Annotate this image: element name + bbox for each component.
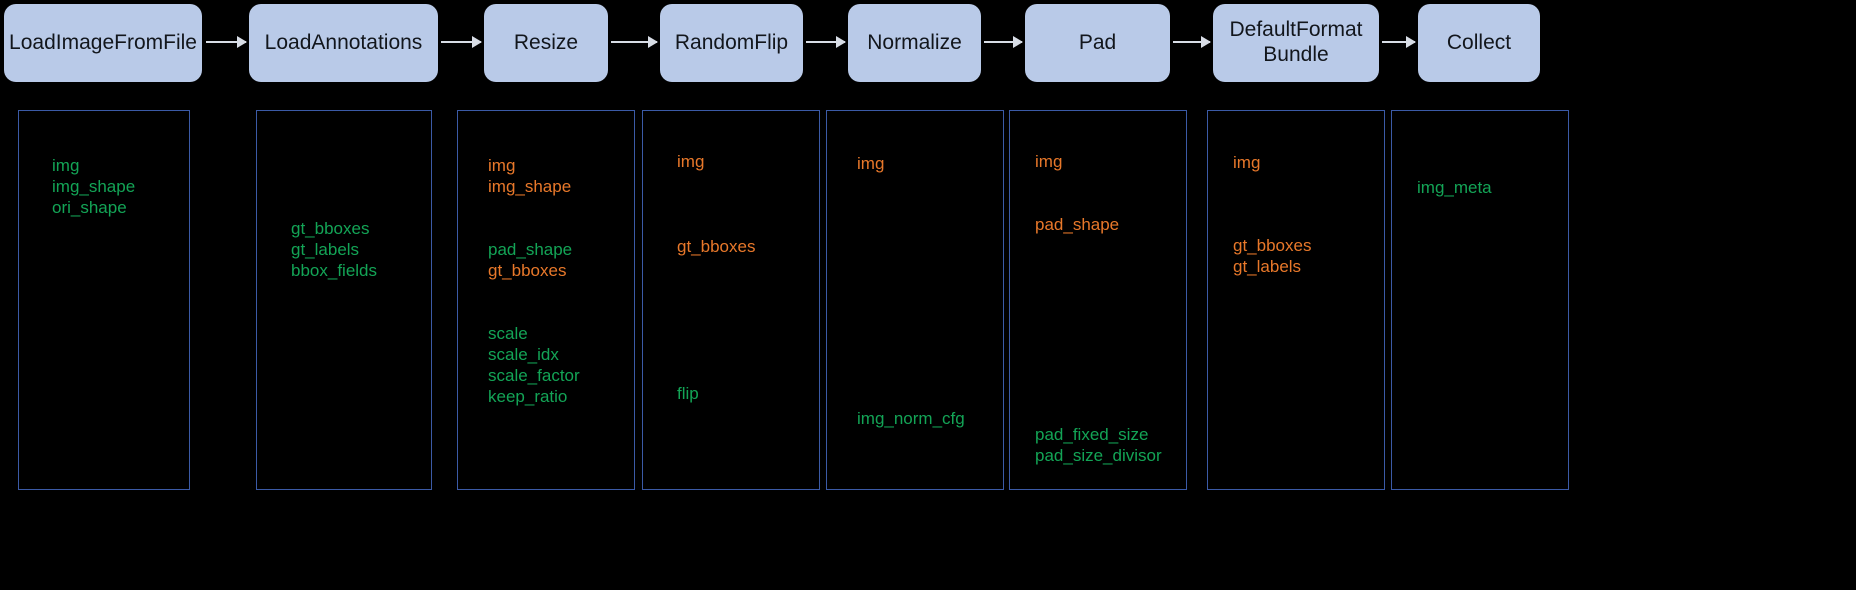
key-flip: flip xyxy=(677,384,699,403)
stage-box-load-image-from-file[interactable]: LoadImageFromFile xyxy=(4,4,202,82)
key-pad-shape: pad_shape xyxy=(1035,215,1120,234)
stage-box-pad[interactable]: Pad xyxy=(1025,4,1170,82)
flow-arrow-7 xyxy=(1382,36,1416,48)
key-pad-fixed-size: pad_fixed_size xyxy=(1035,425,1149,444)
key-ori-shape: ori_shape xyxy=(52,198,127,217)
key-img-shape: img_shape xyxy=(52,177,136,196)
flow-arrow-5 xyxy=(984,36,1023,48)
key-img: img xyxy=(488,156,516,175)
stage-label: Normalize xyxy=(867,30,962,54)
key-panel-default-format-bundle: img gt_bboxes gt_labels xyxy=(1207,110,1385,490)
stage-box-load-annotations[interactable]: LoadAnnotations xyxy=(249,4,438,82)
flow-arrow-1 xyxy=(206,36,247,48)
stage-label: LoadAnnotations xyxy=(264,30,423,54)
key-panel-load-image-from-file: img img_shape ori_shape xyxy=(18,110,190,490)
key-scale-factor: scale_factor xyxy=(488,366,580,385)
flow-arrow-3 xyxy=(611,36,658,48)
key-img: img xyxy=(857,154,885,173)
key-img-shape: img_shape xyxy=(488,177,572,196)
key-panel-load-annotations: gt_bboxes gt_labels bbox_fields xyxy=(256,110,432,490)
key-gt-bboxes: gt_bboxes xyxy=(1233,236,1312,255)
flow-arrow-4 xyxy=(806,36,846,48)
stage-label: Collect xyxy=(1446,30,1512,54)
key-gt-bboxes: gt_bboxes xyxy=(291,219,370,238)
stage-box-collect[interactable]: Collect xyxy=(1418,4,1540,82)
key-panel-normalize: img img_norm_cfg xyxy=(826,110,1004,490)
key-panel-pad: img pad_shape pad_fixed_size pad_size_divis… xyxy=(1009,110,1187,490)
key-gt-labels: gt_labels xyxy=(1233,257,1302,276)
key-img: img xyxy=(1035,152,1063,171)
stage-label: LoadImageFromFile xyxy=(9,30,197,54)
key-scale: scale xyxy=(488,324,528,343)
key-img: img xyxy=(52,156,80,175)
key-pad-shape: pad_shape xyxy=(488,240,573,259)
stage-label: Pad xyxy=(1078,30,1117,54)
key-img: img xyxy=(1233,153,1261,172)
key-img: img xyxy=(677,152,705,171)
key-img-meta: img_meta xyxy=(1417,178,1492,197)
key-scale-idx: scale_idx xyxy=(488,345,559,364)
stage-row: LoadImageFromFile LoadAnnotations Resize Ra… xyxy=(0,0,1856,95)
key-gt-bboxes: gt_bboxes xyxy=(488,261,567,280)
stage-box-resize[interactable]: Resize xyxy=(484,4,608,82)
key-gt-bboxes: gt_bboxes xyxy=(677,237,756,256)
stage-label: Resize xyxy=(513,30,579,54)
flow-arrow-2 xyxy=(441,36,482,48)
stage-label: DefaultFormat Bundle xyxy=(1229,18,1363,66)
key-gt-labels: gt_labels xyxy=(291,240,360,259)
key-panel-collect: img_meta xyxy=(1391,110,1569,490)
key-keep-ratio: keep_ratio xyxy=(488,387,568,406)
stage-box-normalize[interactable]: Normalize xyxy=(848,4,981,82)
stage-box-default-format-bundle[interactable]: DefaultFormat Bundle xyxy=(1213,4,1379,82)
key-bbox-fields: bbox_fields xyxy=(291,261,378,280)
key-img-norm-cfg: img_norm_cfg xyxy=(857,409,965,428)
key-pad-size-divisor: pad_size_divisor xyxy=(1035,446,1162,465)
flow-arrow-6 xyxy=(1173,36,1211,48)
stage-box-random-flip[interactable]: RandomFlip xyxy=(660,4,803,82)
stage-label: RandomFlip xyxy=(674,30,789,54)
